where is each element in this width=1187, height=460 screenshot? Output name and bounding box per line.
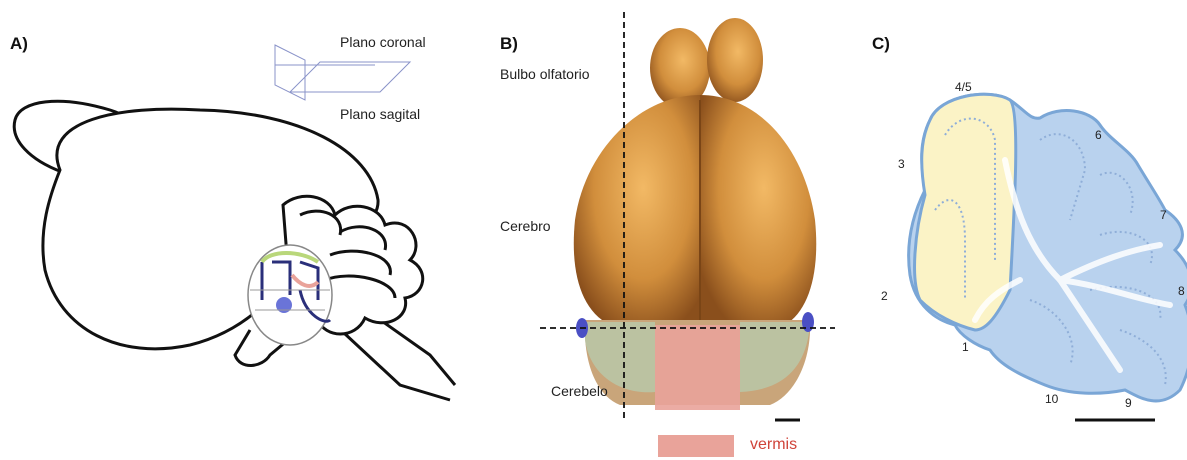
- lobule-label-2: 2: [881, 289, 888, 303]
- lobule-label-4-5: 4/5: [955, 80, 972, 94]
- lobule-label-10: 10: [1045, 392, 1058, 406]
- lobule-label-7: 7: [1160, 208, 1167, 222]
- lobule-label-3: 3: [898, 157, 905, 171]
- lobule-label-6: 6: [1095, 128, 1102, 142]
- lobule-label-9: 9: [1125, 396, 1132, 410]
- lobule-label-1: 1: [962, 340, 969, 354]
- lobule-label-8: 8: [1178, 284, 1185, 298]
- cerebellum-section: [909, 94, 1187, 401]
